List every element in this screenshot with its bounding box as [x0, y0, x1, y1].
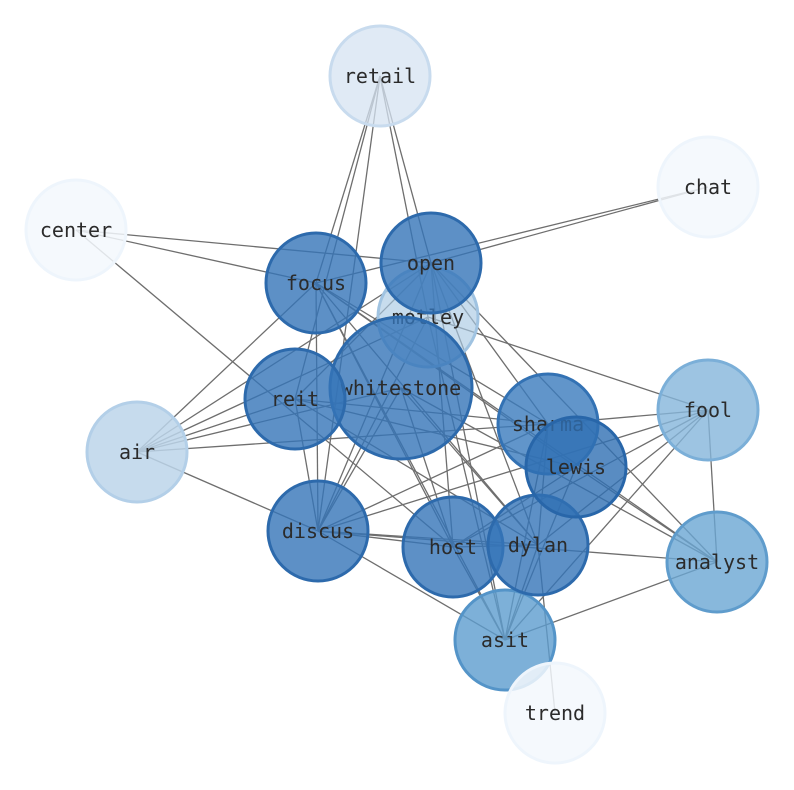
node-label-chat: chat [684, 175, 732, 199]
node-circle-reit [243, 347, 347, 451]
node-label-air: air [119, 440, 155, 464]
node-reit: reit [243, 347, 347, 451]
node-circle-analyst [665, 510, 769, 614]
node-chat: chat [656, 135, 760, 239]
node-label-whitestone: whitestone [341, 376, 461, 400]
node-label-host: host [429, 535, 477, 559]
node-dylan: dylan [486, 493, 590, 597]
node-label-open: open [407, 251, 455, 275]
edge-chat-focus [315, 186, 709, 284]
node-circle-asit [453, 588, 557, 692]
node-circle-chat [656, 135, 760, 239]
node-label-discus: discus [282, 519, 354, 543]
node-label-analyst: analyst [675, 550, 759, 574]
node-lewis: lewis [524, 415, 628, 519]
node-host: host [401, 495, 505, 599]
node-circle-lewis [524, 415, 628, 519]
node-circle-retail [328, 24, 432, 128]
node-label-trend: trend [525, 701, 585, 725]
node-circle-trend [503, 661, 607, 765]
node-retail: retail [328, 24, 432, 128]
edge-air-sharma [136, 423, 549, 453]
node-circle-fool [656, 358, 760, 462]
node-discus: discus [266, 479, 370, 583]
node-label-reit: reit [271, 387, 319, 411]
node-open: open [379, 211, 483, 315]
node-circle-air [85, 400, 189, 504]
node-label-retail: retail [344, 64, 416, 88]
node-analyst: analyst [665, 510, 769, 614]
edge-fool-discus [317, 409, 709, 532]
node-center: center [24, 178, 128, 282]
node-circle-center [24, 178, 128, 282]
node-label-center: center [40, 218, 112, 242]
edge-center-open [75, 229, 432, 264]
node-label-dylan: dylan [508, 533, 568, 557]
node-label-lewis: lewis [546, 455, 606, 479]
node-circle-open [379, 211, 483, 315]
node-layer: retailchatcenterairfoolanalystasittrendm… [24, 24, 769, 765]
node-asit: asit [453, 588, 557, 692]
node-focus: focus [264, 231, 368, 335]
node-circle-focus [264, 231, 368, 335]
node-trend: trend [503, 661, 607, 765]
node-whitestone: whitestone [328, 315, 474, 461]
node-label-focus: focus [286, 271, 346, 295]
node-fool: fool [656, 358, 760, 462]
node-label-fool: fool [684, 398, 732, 422]
node-label-asit: asit [481, 628, 529, 652]
node-air: air [85, 400, 189, 504]
node-circle-discus [266, 479, 370, 583]
